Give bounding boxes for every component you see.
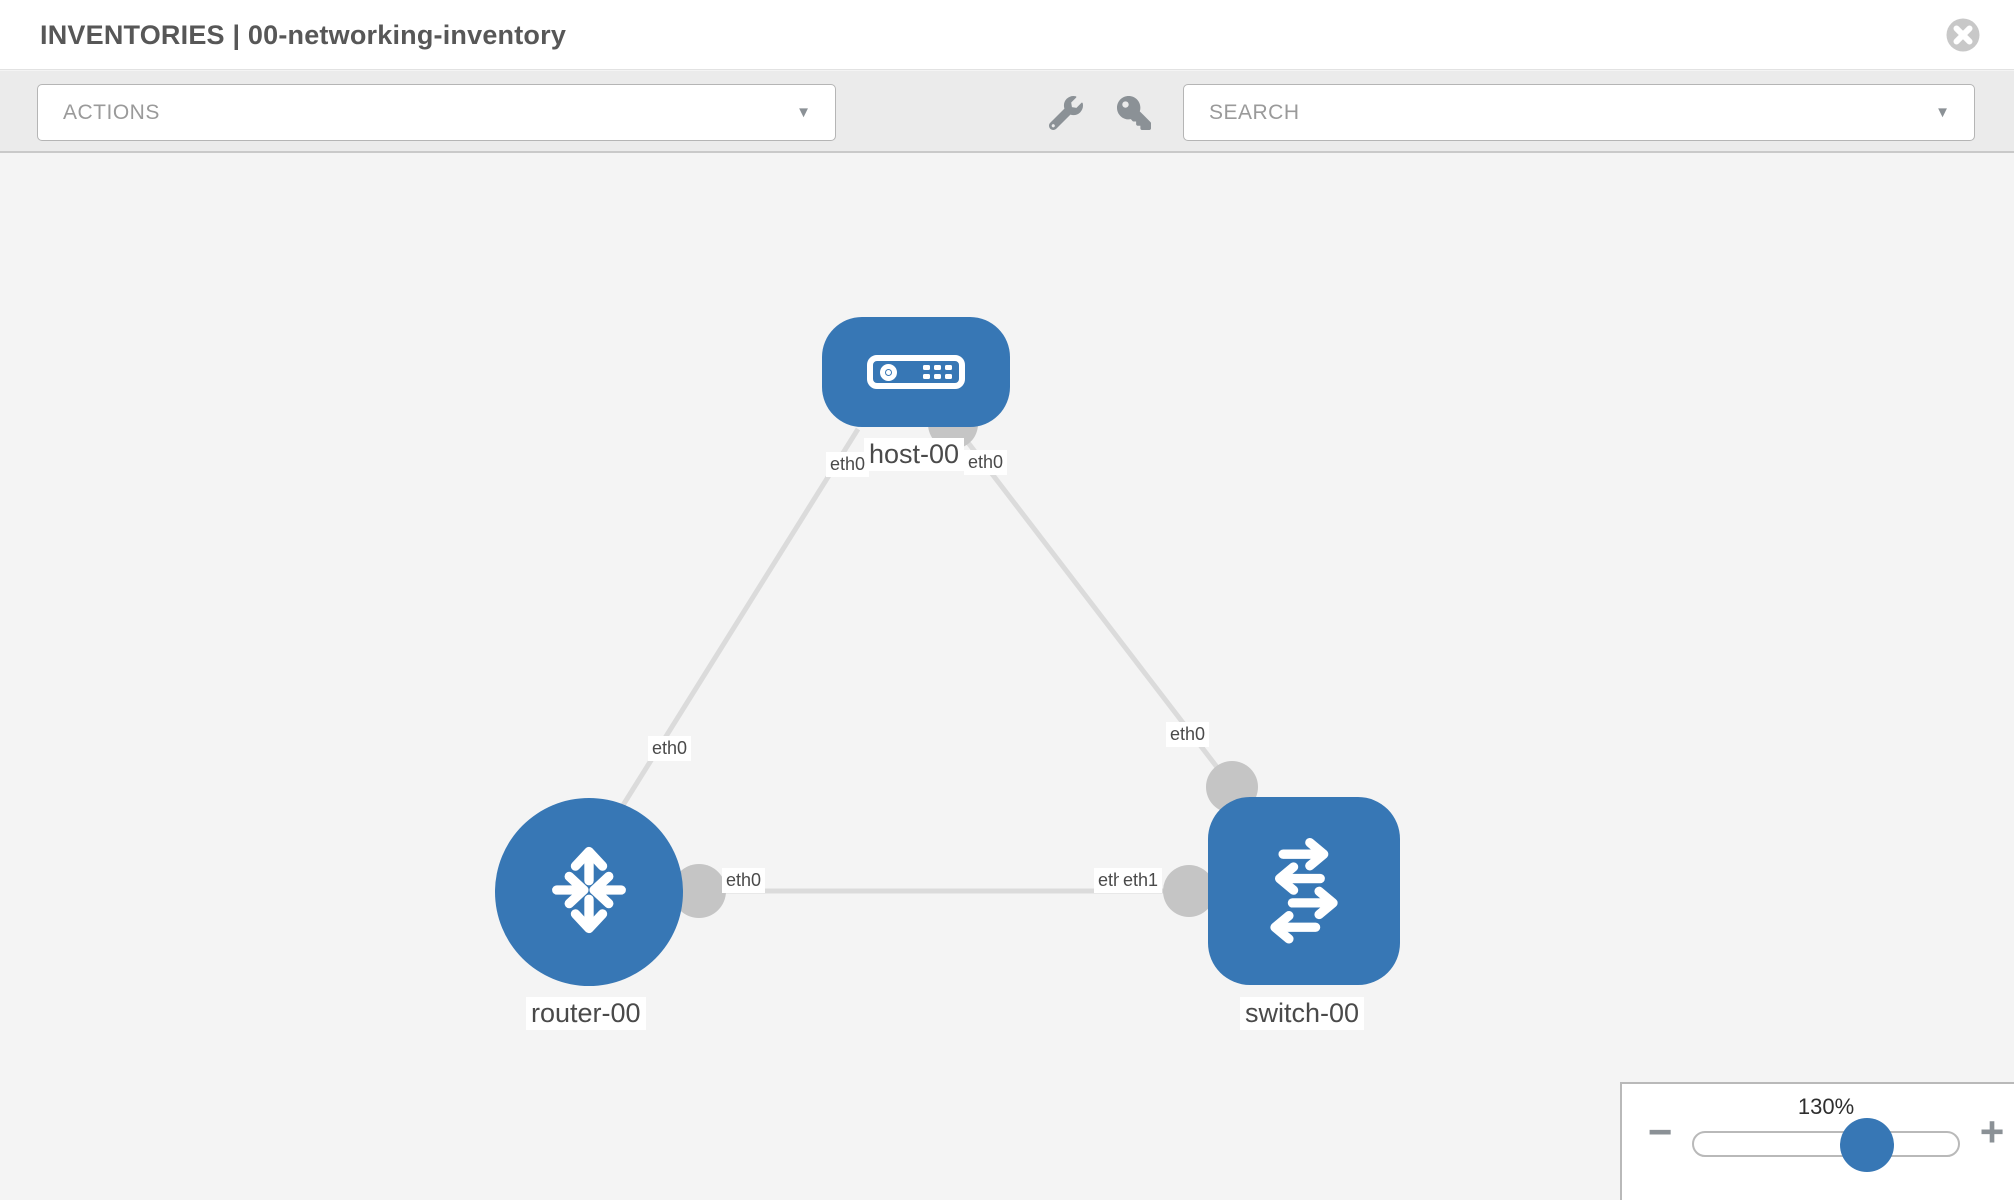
- zoom-panel: 130% − +: [1620, 1082, 2014, 1200]
- interface-label: eth0: [964, 450, 1008, 475]
- interface-connector: [672, 864, 726, 918]
- actions-dropdown[interactable]: ACTIONS ▼: [37, 84, 836, 141]
- node-switch-00[interactable]: [1208, 797, 1400, 985]
- interface-label: eth0: [826, 452, 870, 477]
- page-title: INVENTORIES | 00-networking-inventory: [40, 20, 567, 50]
- interface-connector: [1163, 865, 1215, 917]
- interface-label: eth1: [1119, 868, 1163, 893]
- credentials-button[interactable]: [1114, 93, 1154, 133]
- chevron-down-icon: ▼: [1935, 104, 1950, 121]
- chevron-down-icon: ▼: [796, 104, 811, 121]
- close-button[interactable]: [1944, 16, 1982, 54]
- zoom-slider[interactable]: [1692, 1118, 1960, 1172]
- search-input[interactable]: [1184, 85, 1974, 140]
- toolbar: ACTIONS ▼ ▼: [0, 71, 2014, 153]
- configure-button[interactable]: [1046, 93, 1086, 133]
- node-label-host: host-00: [864, 438, 965, 471]
- zoom-level-value: 130%: [1797, 1094, 1855, 1119]
- router-icon: [537, 838, 641, 947]
- interface-label: eth0: [648, 736, 692, 761]
- zoom-out-button[interactable]: −: [1638, 1110, 1682, 1154]
- close-icon: [1944, 18, 1982, 57]
- zoom-in-button[interactable]: +: [1970, 1110, 2014, 1154]
- wrench-icon: [1046, 96, 1086, 130]
- topology-canvas[interactable]: [0, 153, 2014, 1200]
- interface-label: eth0: [722, 868, 766, 893]
- header-bar: INVENTORIES | 00-networking-inventory: [0, 0, 2014, 70]
- actions-dropdown-label: ACTIONS: [63, 101, 160, 124]
- node-label-switch: switch-00: [1240, 997, 1365, 1030]
- host-icon: [867, 355, 965, 389]
- switch-icon: [1246, 831, 1362, 952]
- zoom-slider-thumb[interactable]: [1840, 1118, 1894, 1172]
- key-icon: [1114, 96, 1154, 130]
- node-host-00[interactable]: [822, 317, 1010, 427]
- interface-label: eth0: [1166, 722, 1210, 747]
- node-router-00[interactable]: [495, 798, 683, 986]
- search-dropdown[interactable]: ▼: [1183, 84, 1975, 141]
- node-label-router: router-00: [526, 997, 646, 1030]
